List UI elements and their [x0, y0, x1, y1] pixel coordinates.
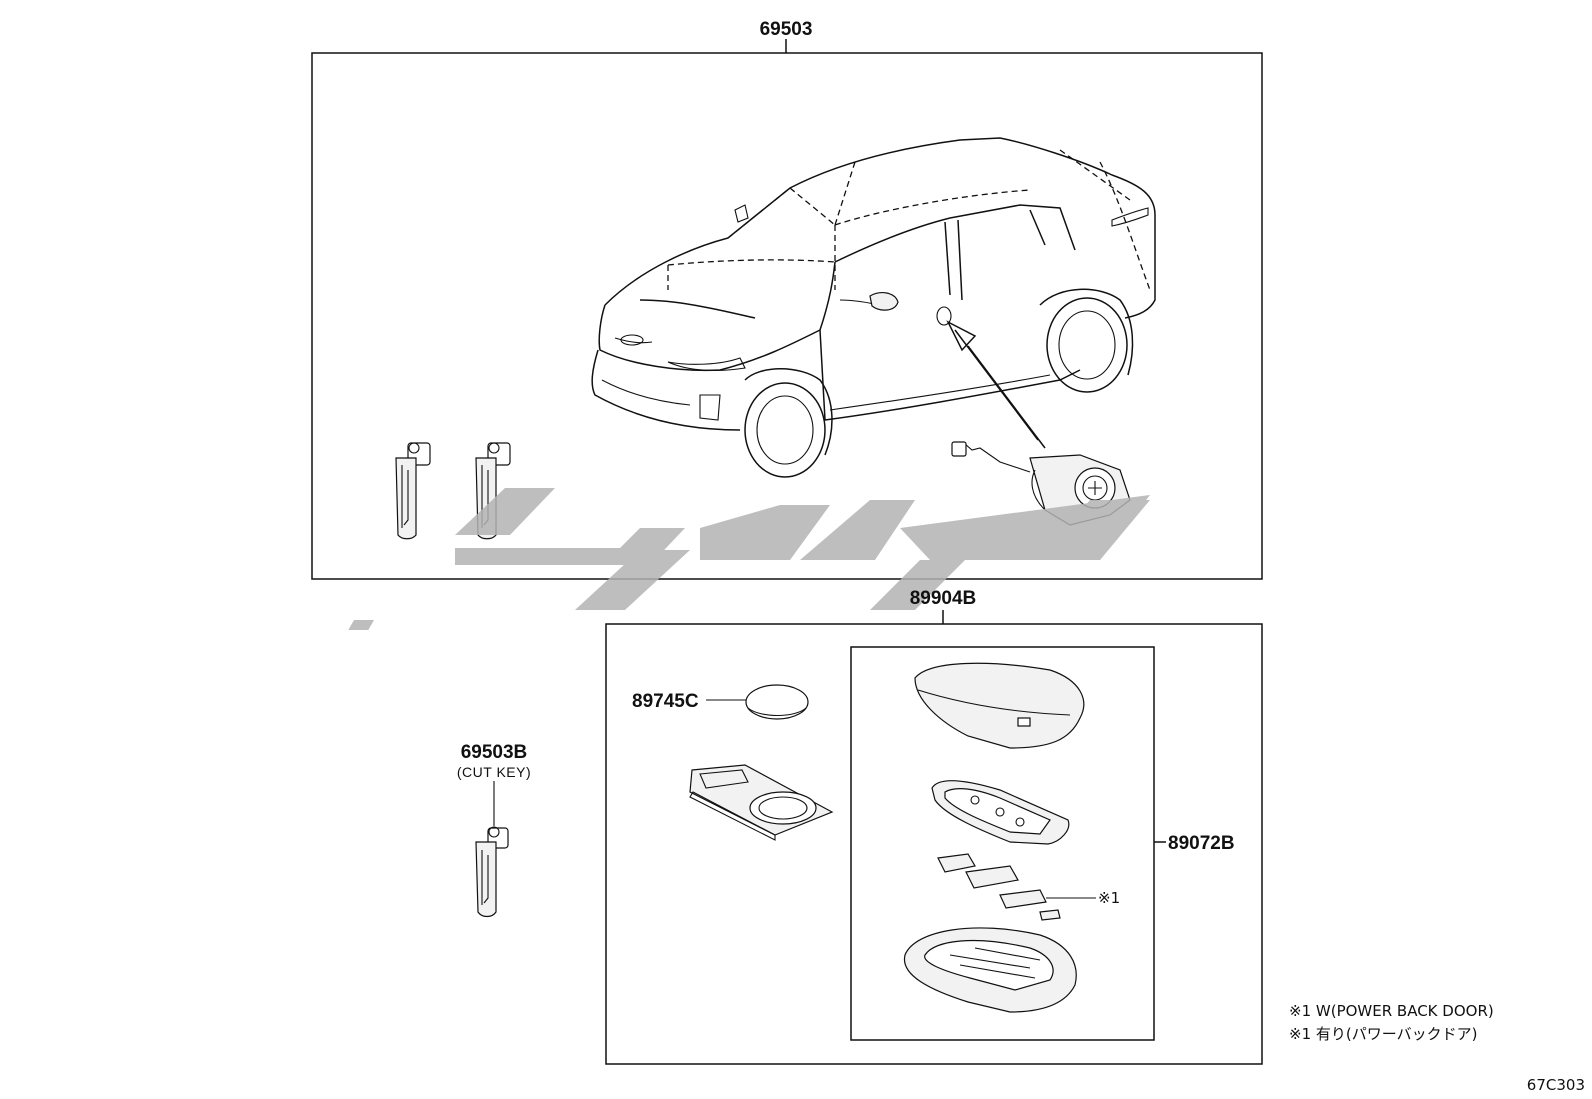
cut-key-note: (CUT KEY) — [457, 764, 531, 780]
battery-group: 89745C — [632, 691, 746, 712]
callout-mark-1: ※1 — [1098, 889, 1120, 907]
transmitter-89072B-frame: 89072B — [850, 646, 1235, 1041]
watermark-logo — [348, 488, 1150, 630]
diagram-code: 67C303 — [1527, 1076, 1585, 1094]
key-blade-icon — [475, 826, 509, 918]
smart-key-fob-icon: ※1 — [903, 662, 1120, 1013]
footnotes: ※1 W(POWER BACK DOOR) ※1 有り(パワーバックドア) — [1289, 1002, 1494, 1043]
assembly-69503-frame: 69503 — [311, 19, 1263, 580]
footnote-1: ※1 W(POWER BACK DOOR) — [1289, 1002, 1494, 1020]
footnote-2: ※1 有り(パワーバックドア) — [1289, 1025, 1477, 1043]
callout-89904B: 89904B — [910, 588, 977, 609]
coin-battery-icon — [745, 684, 809, 720]
key-blade-icon — [395, 442, 431, 540]
vehicle-illustration — [591, 137, 1156, 478]
callout-89745C: 89745C — [632, 691, 699, 712]
callout-89072B: 89072B — [1168, 833, 1235, 854]
circuit-board-icon — [689, 764, 834, 841]
callout-69503: 69503 — [760, 19, 813, 40]
cut-key-group: 69503B (CUT KEY) — [457, 742, 531, 826]
kit-89904B-frame: 89904B — [605, 588, 1263, 1065]
callout-69503B: 69503B — [461, 742, 528, 763]
